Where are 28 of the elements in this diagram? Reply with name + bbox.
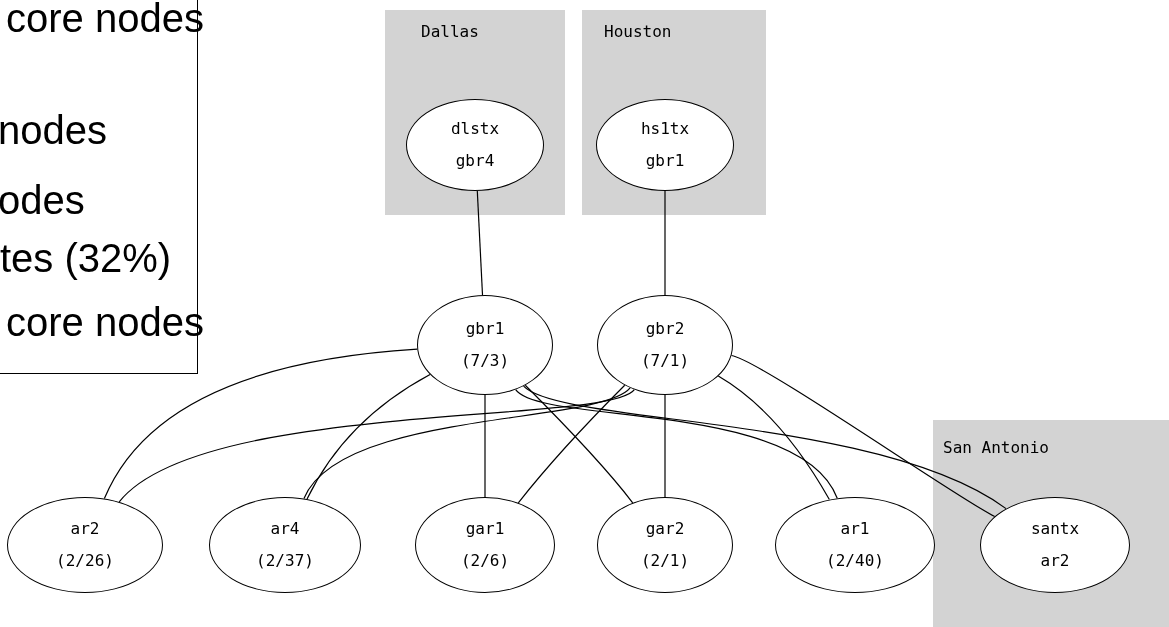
group-label: Houston	[604, 22, 672, 41]
note-text: nodes	[0, 110, 107, 150]
connector-line	[730, 354, 996, 518]
node-label: gar2 (2/1)	[639, 518, 691, 572]
node-label: ar1 (2/40)	[825, 518, 885, 572]
connector-line	[664, 190, 666, 296]
group-label: San Antonio	[943, 438, 1049, 457]
location-group	[582, 10, 766, 215]
node-label: ar2 (2/26)	[55, 518, 115, 572]
node-label: gbr1 (7/3)	[459, 318, 511, 372]
note-text: tes (32%)	[0, 238, 172, 278]
connector-line	[523, 385, 1007, 510]
location-group	[933, 420, 1169, 627]
note-text: odes	[0, 180, 85, 220]
node-label: dlstx gbr4	[449, 118, 501, 172]
connector-line	[476, 190, 484, 296]
connector-line	[664, 394, 666, 498]
connector-line	[118, 389, 635, 503]
group-label: Dallas	[421, 22, 479, 41]
location-group	[385, 10, 565, 215]
node-label: gar1 (2/6)	[459, 518, 511, 572]
connector-line	[717, 375, 830, 501]
node-label: santx ar2	[1029, 518, 1081, 572]
node-label: ar4 (2/37)	[255, 518, 315, 572]
node-label: gbr2 (7/1)	[639, 318, 691, 372]
connector-line	[515, 389, 838, 499]
node-label: hs1tx gbr1	[639, 118, 691, 172]
connector-line	[484, 394, 486, 498]
